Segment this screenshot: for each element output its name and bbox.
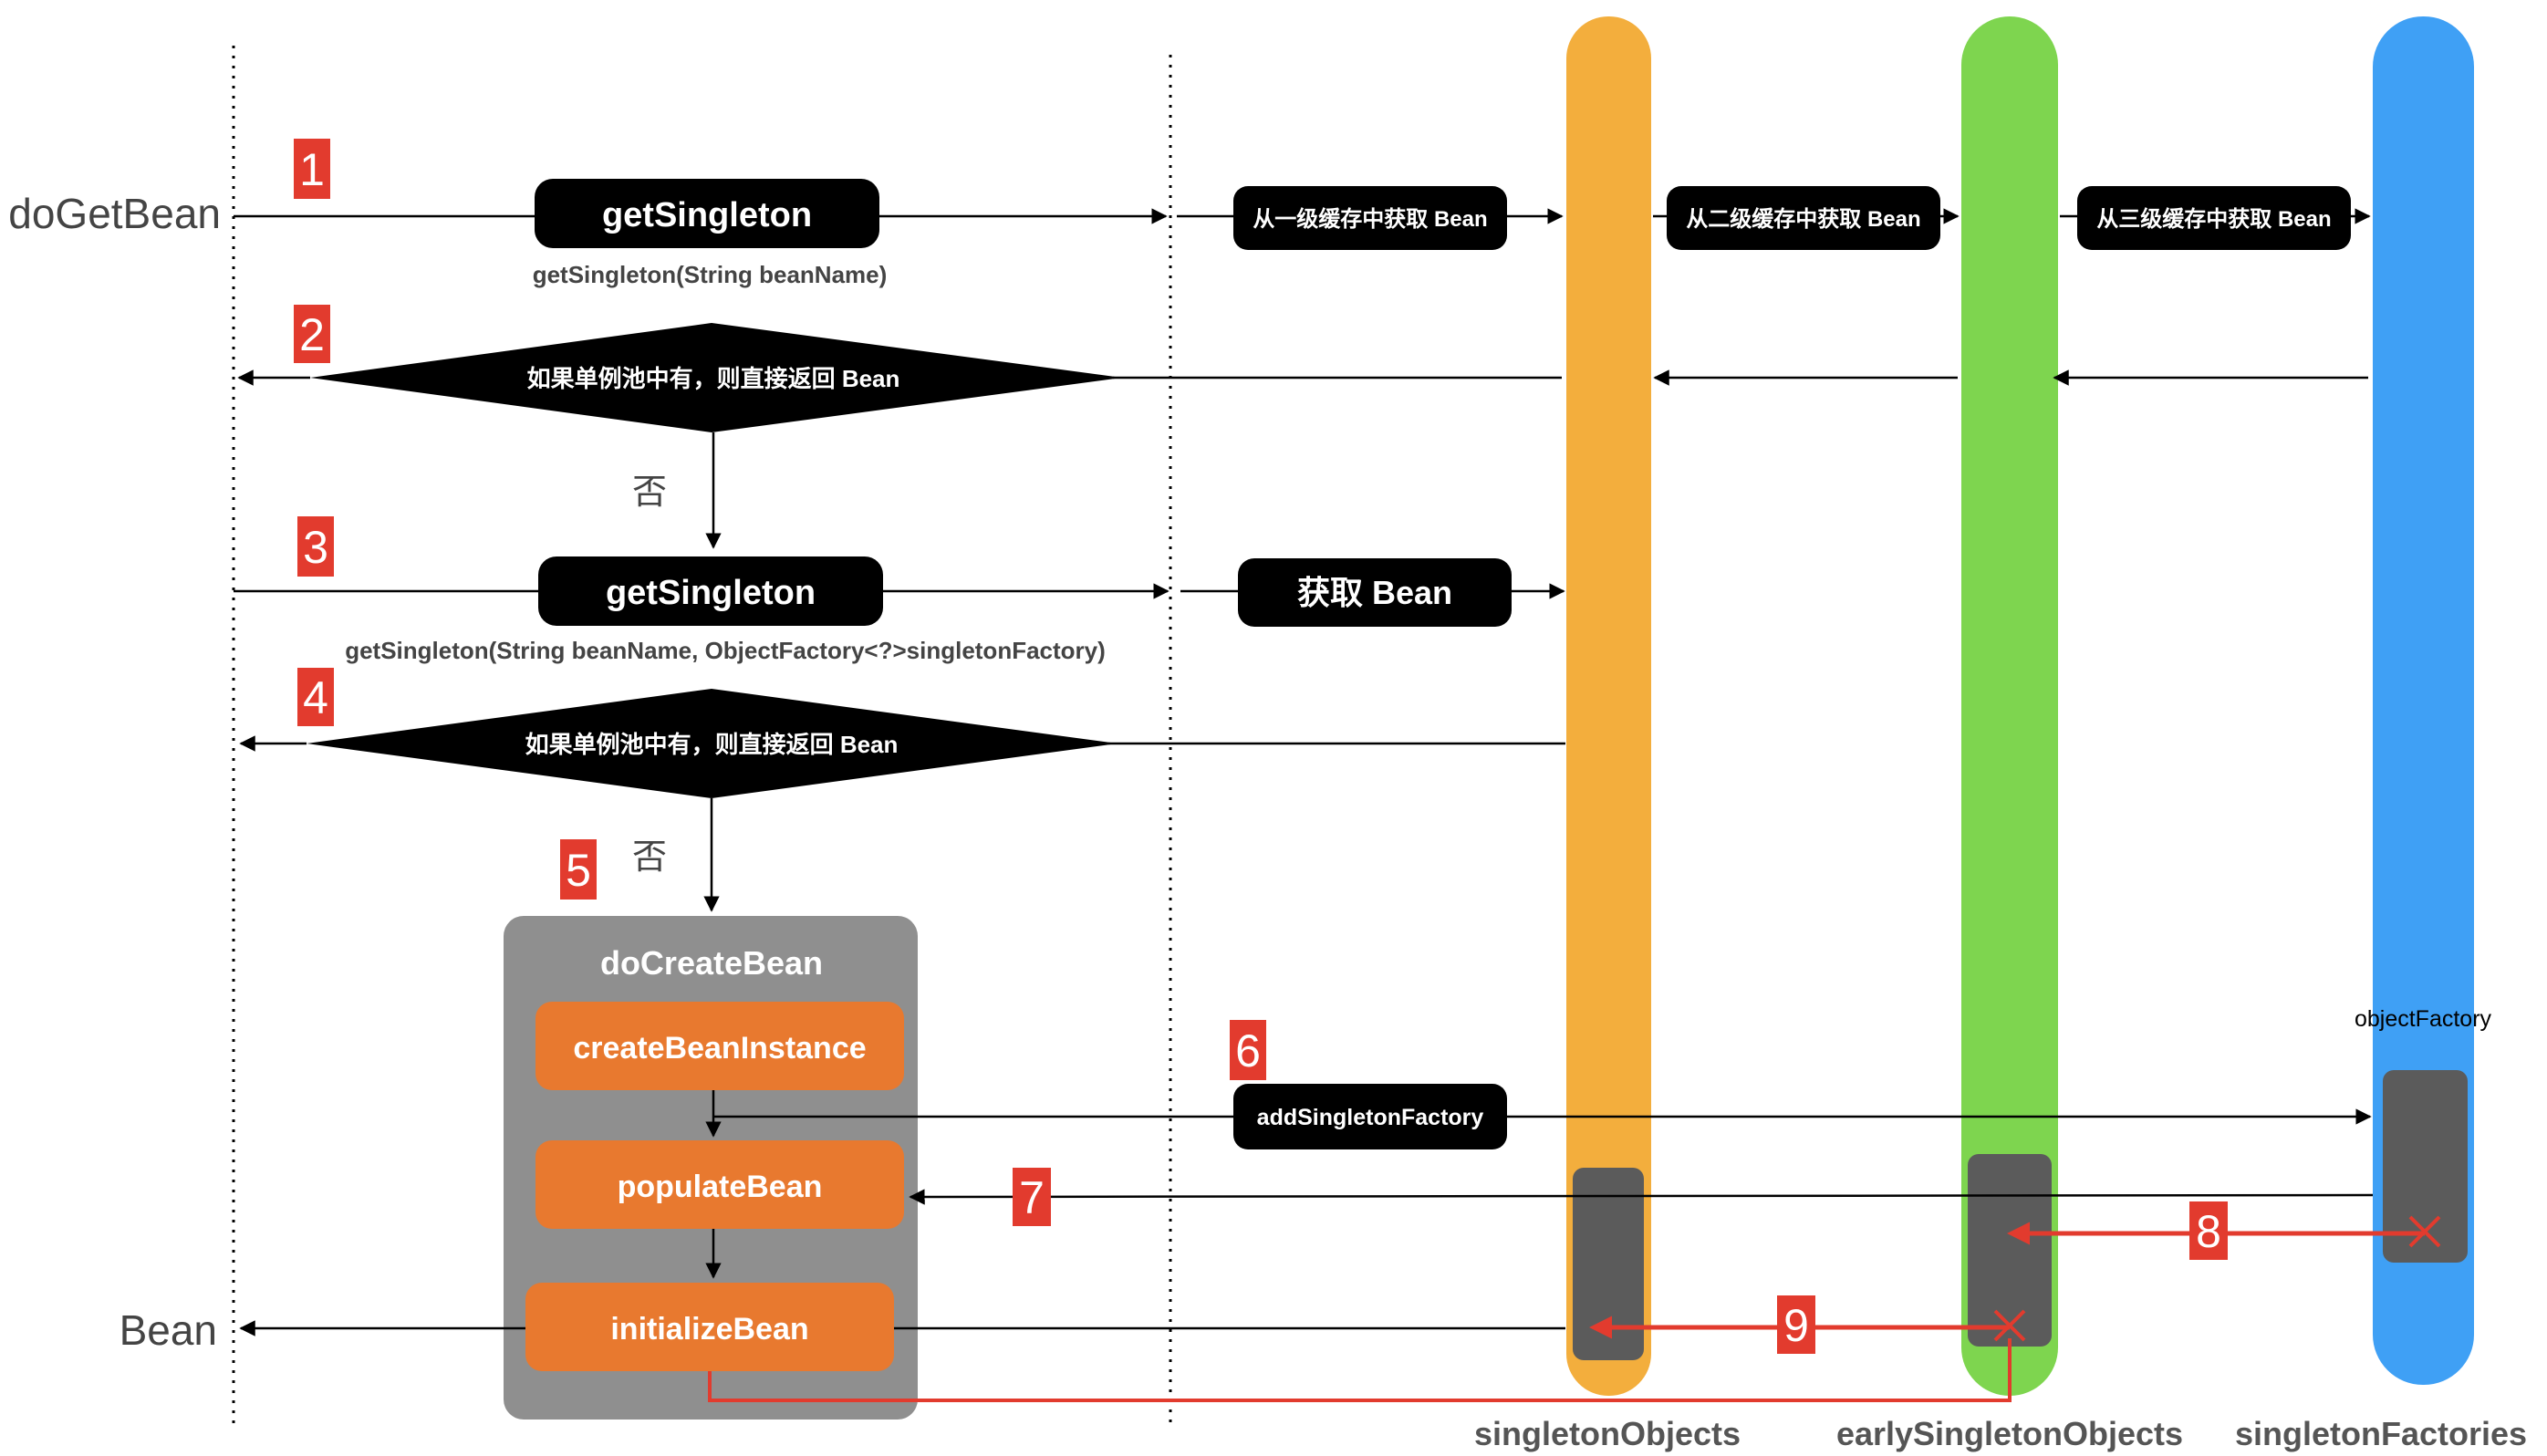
block-early-singleton-objects [1968,1154,2052,1347]
decision-2-label: 如果单例池中有，则直接返回 Bean [525,731,899,758]
pill-cache-2-label: 从二级缓存中获取 Bean [1686,206,1920,232]
column-singleton-objects [1566,16,1651,1396]
badge-5 [560,839,597,900]
box-populatebean[interactable] [535,1140,904,1229]
badge-7-label: 7 [1019,1172,1045,1223]
pill-add-singleton-factory[interactable] [1233,1084,1507,1149]
pill-getsingleton-1-label: getSingleton [602,196,812,234]
pill-getsingleton-1[interactable] [535,179,879,248]
pill-getsingleton-2-label: getSingleton [606,574,816,612]
badge-5-label: 5 [566,845,591,896]
pill-get-bean[interactable] [1238,558,1512,627]
box-createbeaninstance-label: createBeanInstance [573,1031,866,1066]
pill-cache-1-label: 从一级缓存中获取 Bean [1253,206,1487,232]
badge-6 [1230,1020,1266,1080]
note-getsingleton-2-sig: getSingleton(String beanName, ObjectFact… [345,637,1106,664]
arrow-7 [909,1189,2374,1205]
red-path-initialize [708,1338,2012,1402]
step-badges: 1 2 3 4 5 6 7 8 9 [294,139,2228,1354]
badge-6-label: 6 [1235,1025,1261,1076]
decision-1[interactable] [310,323,1122,432]
badge-4-label: 4 [303,672,328,723]
column-singleton-factories [2373,16,2474,1385]
badge-7 [1013,1168,1051,1226]
pill-cache-3-label: 从三级缓存中获取 Bean [2096,206,2331,232]
label-dogetbean: doGetBean [8,190,221,237]
pill-get-bean-label: 获取 Bean [1297,574,1452,611]
block-singleton-objects [1573,1168,1644,1360]
label-object-factory: objectFactory [2355,1006,2492,1032]
badge-2 [294,305,330,363]
red-cross-8 [2408,1215,2441,1248]
pill-cache-3[interactable] [2077,186,2351,250]
badge-3 [297,516,334,577]
pill-cache-1[interactable] [1233,186,1507,250]
box-populatebean-label: populateBean [618,1170,823,1204]
box-createbeaninstance[interactable] [535,1002,904,1090]
label-singleton-objects: singletonObjects [1474,1415,1741,1452]
label-singleton-factories: singletonFactories [2235,1415,2527,1452]
block-object-factory [2383,1070,2468,1263]
badge-1-label: 1 [299,144,325,195]
badge-9 [1777,1295,1815,1354]
pill-cache-2[interactable] [1667,186,1940,250]
column-early-singleton-objects [1961,16,2058,1396]
label-early-singleton-objects: earlySingletonObjects [1836,1415,2183,1452]
badge-9-label: 9 [1783,1300,1809,1351]
label-bean: Bean [120,1306,217,1354]
badge-8 [2189,1201,2228,1260]
decision-1-label: 如果单例池中有，则直接返回 Bean [527,365,900,392]
badge-2-label: 2 [299,309,325,360]
pill-add-singleton-factory-label: addSingletonFactory [1257,1105,1484,1130]
box-initializebean[interactable] [525,1283,894,1371]
badge-8-label: 8 [2196,1206,2221,1257]
label-no-1: 否 [632,473,667,512]
note-getsingleton-1-sig: getSingleton(String beanName) [533,261,888,288]
container-docreatebean-title: doCreateBean [600,944,823,982]
badge-3-label: 3 [303,522,328,573]
badge-1 [294,139,330,199]
pill-getsingleton-2[interactable] [538,556,883,626]
decision-2[interactable] [307,689,1118,798]
label-no-2: 否 [632,838,667,877]
box-initializebean-label: initializeBean [610,1312,808,1347]
red-cross-9 [1993,1309,2026,1342]
badge-4 [297,668,334,726]
